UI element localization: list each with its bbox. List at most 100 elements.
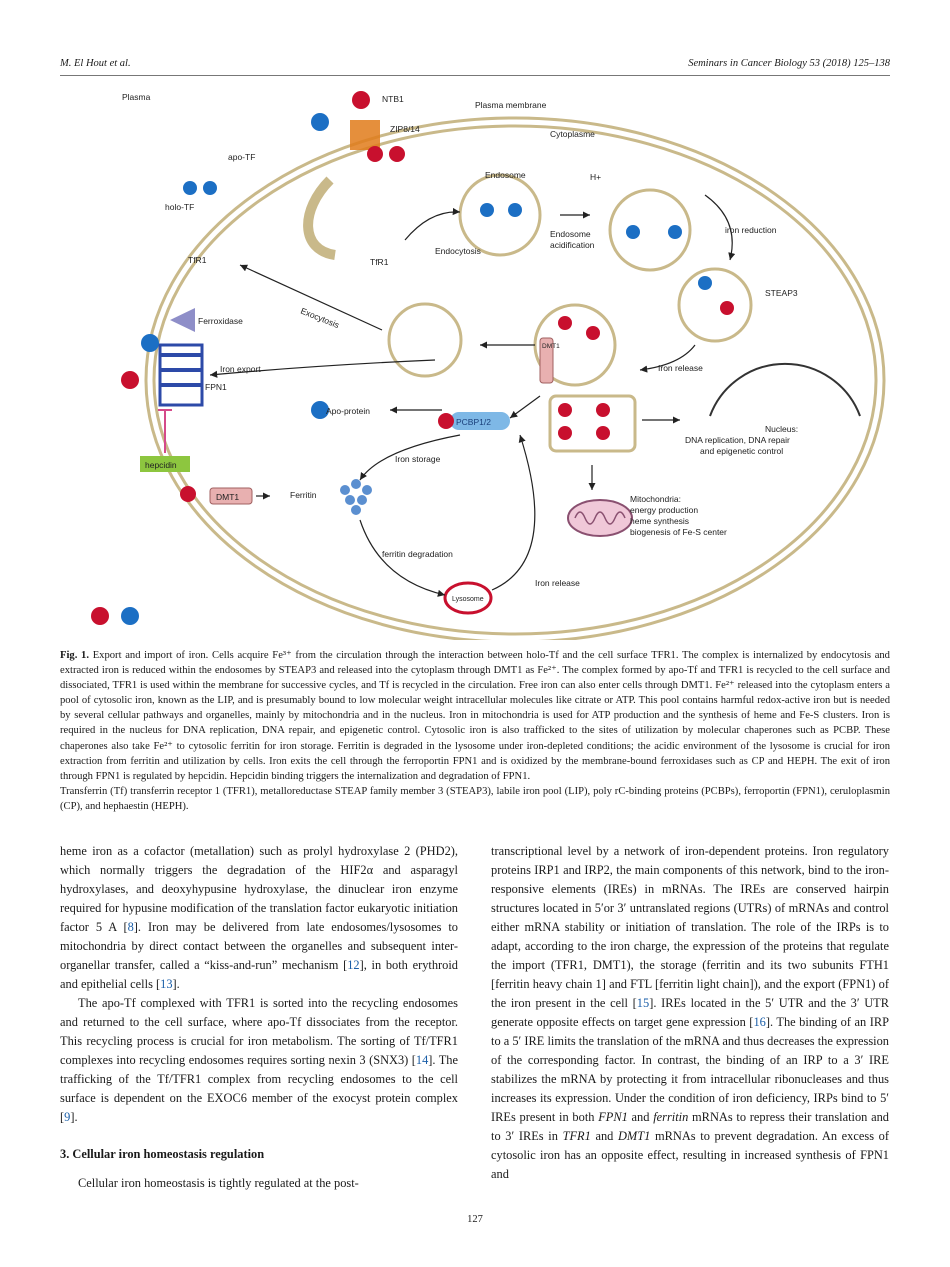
fe3-ion xyxy=(141,334,159,352)
lysosome xyxy=(443,581,493,615)
acidified-endosome-circle xyxy=(608,188,692,272)
fe3-ion xyxy=(183,181,197,195)
label-endosome: Endosome xyxy=(485,170,526,180)
label-lysosome: Lysosome xyxy=(452,596,484,603)
citation-link[interactable]: 15 xyxy=(636,996,650,1010)
citation-link[interactable]: 16 xyxy=(753,1015,766,1029)
figure-1-iron-diagram: Plasma NTB1 Plasma membrane ZIP8/14 Cyto… xyxy=(91,91,886,640)
citation-link[interactable]: 13 xyxy=(160,977,173,991)
arrow xyxy=(239,264,383,331)
ferritin-cluster xyxy=(362,485,372,495)
arrow xyxy=(491,434,536,591)
caption-main: Fig. 1. Export and import of iron. Cells… xyxy=(60,648,890,784)
label-endocytosis: Endocytosis xyxy=(435,246,481,256)
label-nucleus-1: Nucleus: xyxy=(765,424,798,434)
fe3-ion xyxy=(698,276,712,290)
paragraph: heme iron as a cofactor (metallation) su… xyxy=(60,844,458,991)
fe2-ion xyxy=(180,486,196,502)
nucleus-envelope xyxy=(709,362,861,417)
label-nucleus-3: and epigenetic control xyxy=(700,446,783,456)
fe2-ion xyxy=(352,91,370,109)
label-mito-4: biogenesis of Fe-S center xyxy=(630,527,727,537)
arrow xyxy=(359,519,446,597)
page-number: 127 xyxy=(467,1214,483,1225)
label-iron-export: Iron export xyxy=(220,364,261,374)
fe3-ion xyxy=(311,113,329,131)
fe2-ion xyxy=(558,426,572,440)
label-iron-reduction: iron reduction xyxy=(725,225,777,235)
label-iron-release-2: Iron release xyxy=(535,578,580,588)
label-cytoplasme: Cytoplasme xyxy=(550,129,595,139)
arrow xyxy=(704,194,736,261)
paragraph: Cellular iron homeostasis is tightly reg… xyxy=(78,1176,359,1190)
fe2-ion xyxy=(91,607,109,625)
caption-text: Export and import of iron. Cells acquire… xyxy=(60,650,890,782)
label-dmt1-endosomal: DMT1 xyxy=(542,343,560,350)
recycling-endosome-circle xyxy=(387,302,463,378)
label-ntb1: NTB1 xyxy=(382,94,404,104)
fe3-ion xyxy=(121,607,139,625)
label-steap3: STEAP3 xyxy=(765,288,798,298)
label-mito-1: Mitochondria: xyxy=(630,494,681,504)
label-mito-2: energy production xyxy=(630,505,698,515)
label-exocytosis: Exocytosis xyxy=(299,306,340,330)
fe2-ion xyxy=(720,301,734,315)
ferritin-cluster xyxy=(351,479,361,489)
citation-link[interactable]: 9 xyxy=(64,1110,71,1124)
label-mito-3: heme synthesis xyxy=(630,516,689,526)
label-iron-storage: Iron storage xyxy=(395,454,441,464)
fe3-ion xyxy=(626,225,640,239)
ferroxidase-shape xyxy=(170,308,195,332)
ferritin-cluster xyxy=(345,495,355,505)
label-plasma-membrane: Plasma membrane xyxy=(475,100,547,110)
fe2-ion xyxy=(596,426,610,440)
label-acidification-1: Endosome xyxy=(550,229,591,239)
steap3-endosome-circle xyxy=(677,267,753,343)
fe2-ion xyxy=(558,403,572,417)
arrow xyxy=(639,344,696,373)
zip-transporter xyxy=(350,120,380,150)
fe2-ion xyxy=(586,326,600,340)
left-column: heme iron as a cofactor (metallation) su… xyxy=(60,842,458,1193)
fe3-ion xyxy=(311,401,329,419)
running-header-authors: M. El Hout et al. xyxy=(60,58,131,69)
label-h-plus: H+ xyxy=(590,172,601,182)
label-tfr1-endocytic: TfR1 xyxy=(370,257,389,267)
fe2-ion xyxy=(121,371,139,389)
arrow xyxy=(404,207,461,241)
header-rule xyxy=(60,75,890,76)
paragraph: The apo-Tf complexed with TFR1 is sorted… xyxy=(60,996,458,1124)
hepcidin-box xyxy=(140,456,190,472)
label-zip: ZIP8/14 xyxy=(390,124,420,134)
fe2-ion xyxy=(596,403,610,417)
pcbp-capsule xyxy=(450,412,510,430)
fe2-ion xyxy=(367,146,383,162)
cell-membrane xyxy=(144,116,886,640)
right-column: transcriptional level by a network of ir… xyxy=(491,842,889,1184)
label-apo-protein: Apo-protein xyxy=(326,406,370,416)
fe3-ion xyxy=(508,203,522,217)
citation-link[interactable]: 8 xyxy=(127,920,134,934)
label-ferroxidase: Ferroxidase xyxy=(198,316,243,326)
dmt1-plasma xyxy=(209,487,253,505)
label-fpn1: FPN1 xyxy=(205,382,227,392)
ferritin-cluster xyxy=(340,485,350,495)
citation-link[interactable]: 12 xyxy=(347,958,360,972)
fe3-ion xyxy=(203,181,217,195)
caption-label: Fig. 1. xyxy=(60,650,89,661)
fe3-ion xyxy=(668,225,682,239)
label-holo-tf: holo-TF xyxy=(165,202,194,212)
label-pcbp: PCBP1/2 xyxy=(456,417,491,427)
citation-link[interactable]: 14 xyxy=(415,1053,429,1067)
arrow xyxy=(209,359,436,378)
endosome-circle xyxy=(458,173,542,257)
label-ferritin-degradation: ferritin degradation xyxy=(382,549,453,559)
running-header-journal: Seminars in Cancer Biology 53 (2018) 125… xyxy=(688,58,890,69)
section-heading: 3. Cellular iron homeostasis regulation xyxy=(60,1147,265,1161)
fe2-ion xyxy=(389,146,405,162)
label-nucleus-2: DNA replication, DNA repair xyxy=(685,435,790,445)
label-plasma: Plasma xyxy=(122,92,151,102)
fe2-ion xyxy=(438,413,454,429)
mitochondrion xyxy=(567,499,633,537)
label-ferritin: Ferritin xyxy=(290,490,317,500)
